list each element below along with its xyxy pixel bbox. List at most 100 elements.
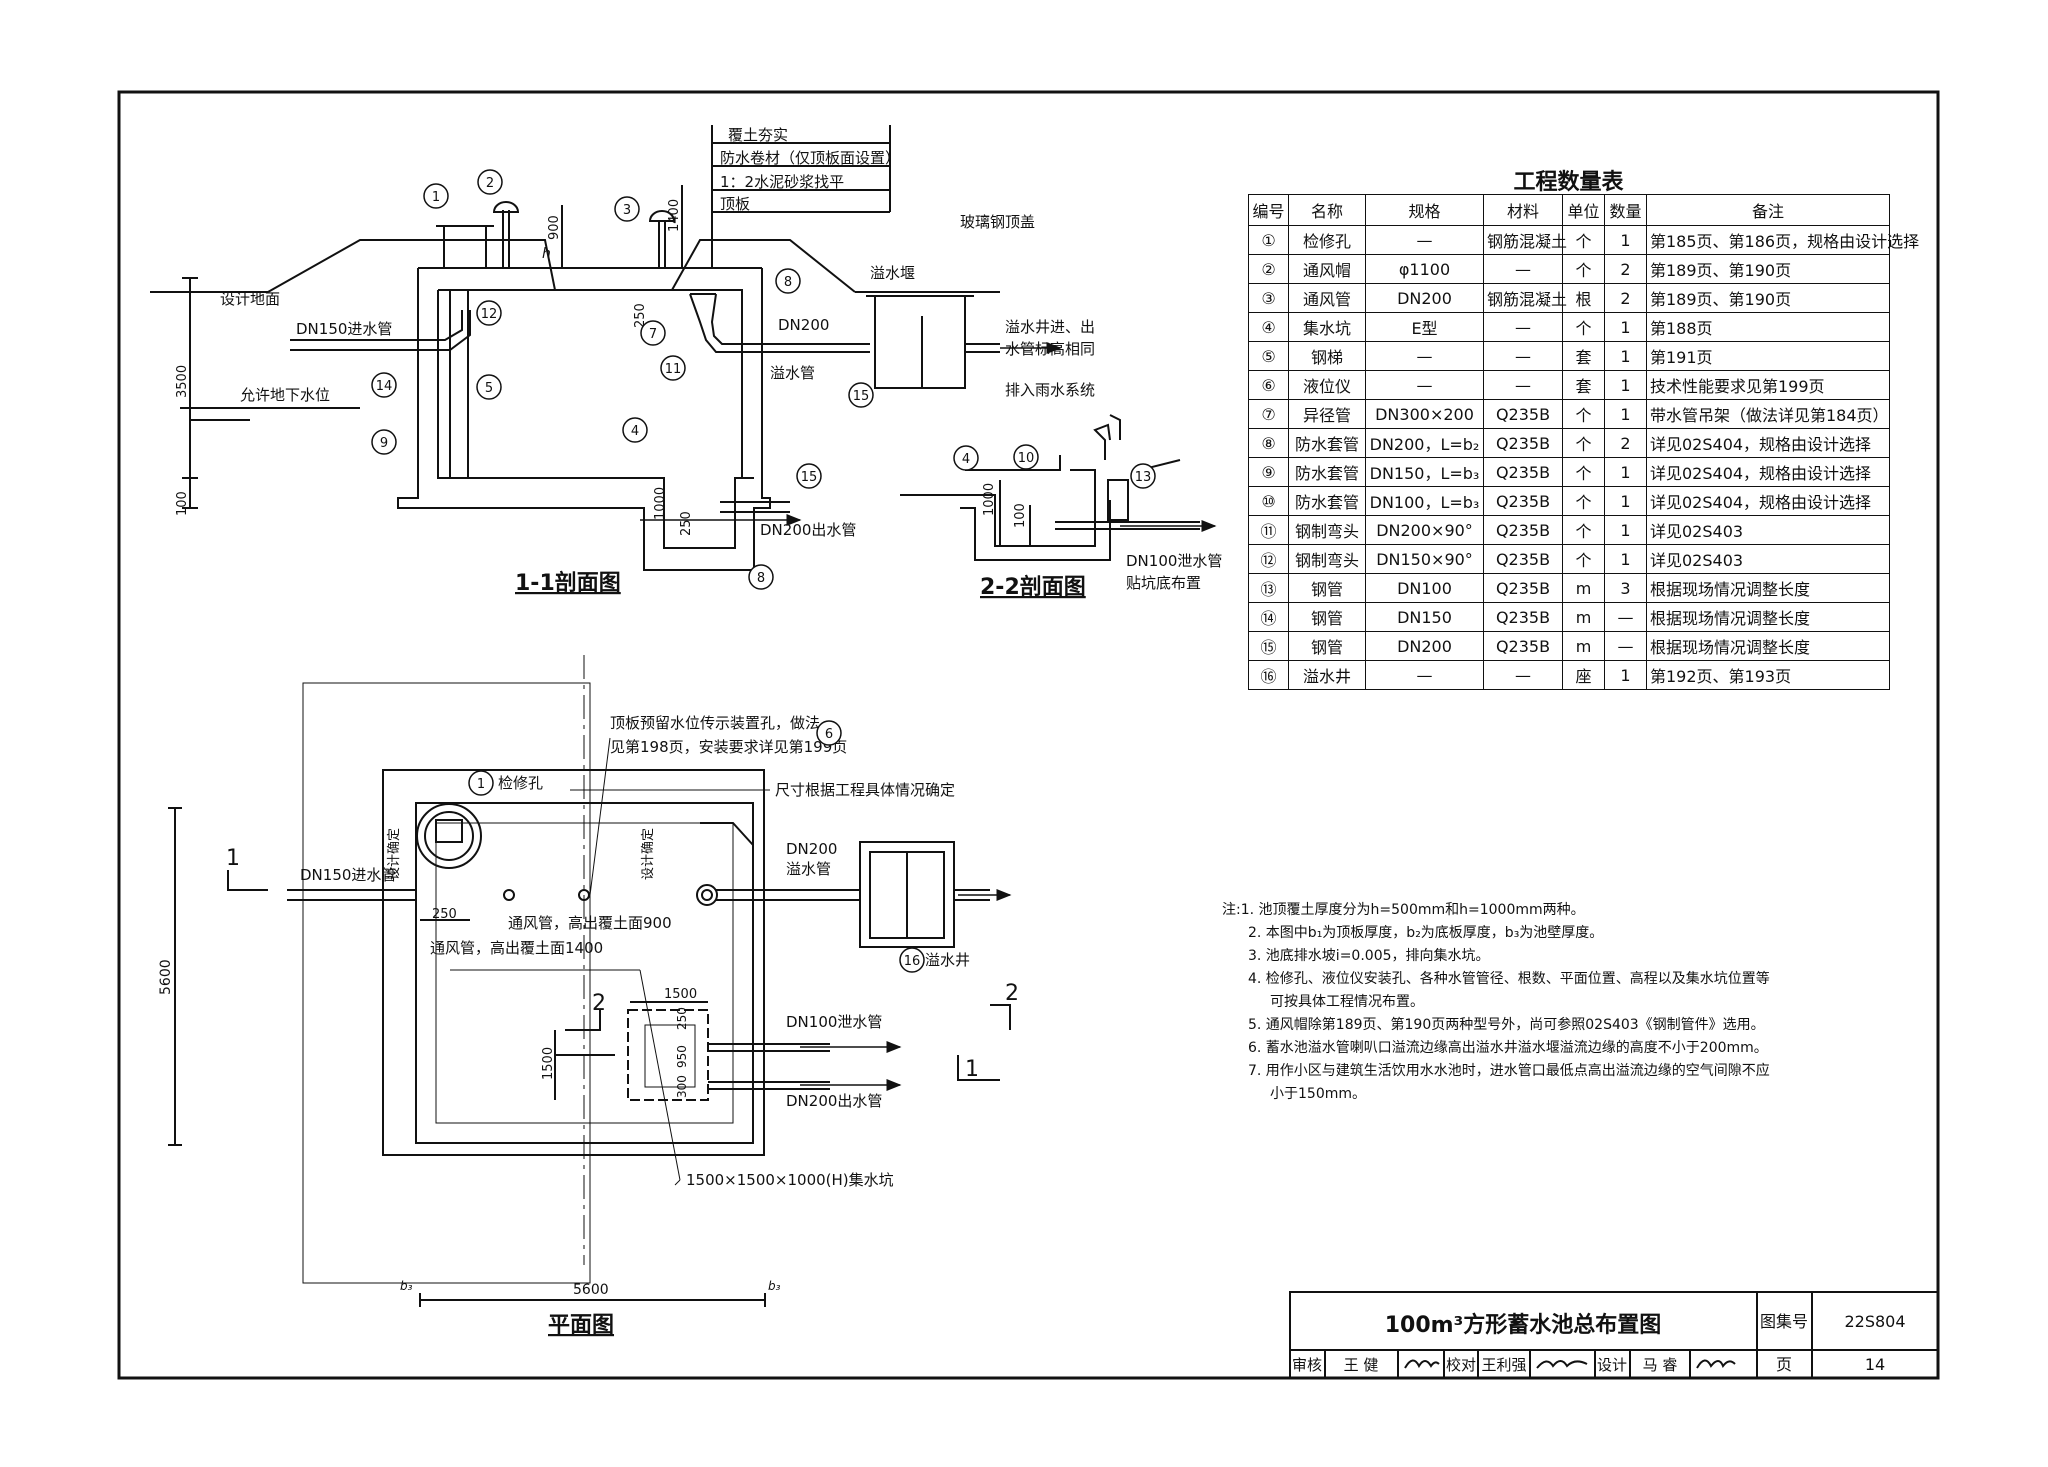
plan-size-note: 尺寸根据工程具体情况确定 (775, 781, 955, 799)
table-cell: 个 (1562, 254, 1605, 284)
drain-label: 排入雨水系统 (1005, 381, 1095, 399)
table-cell: 2 (1604, 283, 1647, 313)
table-cell: 个 (1562, 457, 1605, 487)
plan-overflow-well-label: 溢水井 (925, 951, 970, 969)
table-cell: DN100 (1365, 573, 1484, 603)
s22-dim-100: 100 (1013, 503, 1028, 528)
table-cell: 检修孔 (1288, 225, 1366, 255)
table-cell: DN150，L=b₃ (1365, 457, 1484, 487)
table-cell: 通风帽 (1288, 254, 1366, 284)
layer-text-1: 覆土夯实 (728, 126, 788, 144)
table-cell: 钢管 (1288, 631, 1366, 661)
layer-text-3: 1：2水泥砂浆找平 (720, 173, 844, 191)
table-cell: 技术性能要求见第199页 (1646, 370, 1890, 400)
table-cell: — (1365, 225, 1484, 255)
table-cell: Q235B (1483, 515, 1563, 545)
plan-design-fix-1: 设计确定 (387, 828, 402, 880)
table-cell: 通风管 (1288, 283, 1366, 313)
callout-15: 15 (853, 389, 870, 404)
plan-section-mark-2b: 2 (1005, 981, 1019, 1006)
table-cell: 详见02S403 (1646, 515, 1890, 545)
note-line: 4. 检修孔、液位仪安装孔、各种水管管径、根数、平面位置、高程以及集水坑位置等 (1248, 971, 1770, 987)
header-no: 编号 (1248, 194, 1289, 226)
table-cell: — (1483, 254, 1563, 284)
callout-9: 9 (380, 436, 388, 451)
quantity-table-title: 工程数量表 (1513, 170, 1624, 195)
callout-4b: 4 (962, 452, 970, 467)
table-cell: Q235B (1483, 486, 1563, 516)
plan-design-fix-2: 设计确定 (641, 828, 656, 880)
table-cell: 溢水井 (1288, 660, 1366, 690)
plan-b3-left: b₃ (400, 1279, 413, 1293)
plan-vent-2-label: 通风管，高出覆土面1400 (430, 939, 603, 957)
header-spec: 规格 (1365, 194, 1484, 226)
table-cell: ② (1248, 254, 1289, 284)
layer-text-2: 防水卷材（仅顶板面设置） (720, 149, 900, 167)
plan-view (168, 655, 1011, 1307)
table-cell: 个 (1562, 486, 1605, 516)
table-cell: 1 (1604, 457, 1647, 487)
table-cell: ⑨ (1248, 457, 1289, 487)
table-cell: — (1604, 631, 1647, 661)
s22-drain-label: DN100泄水管 (1126, 552, 1222, 570)
table-cell: 座 (1562, 660, 1605, 690)
plan-vent-1-label: 通风管，高出覆土面900 (508, 914, 672, 932)
table-cell: ⑪ (1248, 515, 1289, 545)
table-cell: — (1483, 660, 1563, 690)
plan-sump-label: 1500×1500×1000(H)集水坑 (686, 1171, 894, 1189)
callout-4: 4 (631, 424, 639, 439)
table-cell: 第185页、第186页，规格由设计选择 (1646, 225, 1919, 255)
table-cell: 1 (1604, 225, 1647, 255)
callout-markers: 1 2 3 4 5 6 7 8 8 9 10 11 12 13 14 15 15… (371, 169, 1156, 973)
callout-1: 1 (432, 190, 440, 205)
table-cell: 根据现场情况调整长度 (1646, 573, 1890, 603)
table-cell: — (1365, 660, 1484, 690)
table-cell: 钢筋混凝土 (1483, 225, 1567, 255)
plan-dim-250-b: 250 (675, 1007, 689, 1030)
page-number: 14 (1865, 1355, 1885, 1374)
table-cell: 详见02S404，规格由设计选择 (1646, 486, 1890, 516)
dim-1000: 1000 (653, 487, 668, 520)
table-cell: 钢梯 (1288, 341, 1366, 371)
header-material: 材料 (1483, 194, 1563, 226)
checker-name: 王利强 (1481, 1356, 1526, 1374)
plan-section-mark-1b: 1 (965, 1057, 979, 1082)
table-cell: DN300×200 (1365, 399, 1484, 429)
s22-dim-1000: 1000 (982, 483, 997, 516)
note-line: 注:1. 池顶覆土厚度分为h=500mm和h=1000mm两种。 (1222, 902, 1585, 918)
designer-signature (1696, 1359, 1736, 1369)
table-cell: 第191页 (1646, 341, 1890, 371)
plan-b3-right: b₃ (768, 1279, 781, 1293)
groundwater-label: 允许地下水位 (240, 386, 330, 404)
table-cell: 个 (1562, 544, 1605, 574)
table-cell: 个 (1562, 225, 1605, 255)
table-cell: DN100，L=b₃ (1365, 486, 1484, 516)
table-cell: Q235B (1483, 399, 1563, 429)
overflow-dn-label: DN200 (778, 316, 829, 334)
table-cell: m (1562, 602, 1605, 632)
table-cell: Q235B (1483, 428, 1563, 458)
callout-13: 13 (1135, 470, 1152, 485)
table-cell: DN150 (1365, 602, 1484, 632)
table-cell: 1 (1604, 312, 1647, 342)
table-cell: 个 (1562, 515, 1605, 545)
table-cell: m (1562, 573, 1605, 603)
table-cell: 1 (1604, 486, 1647, 516)
plan-dim-5600-v: 5600 (158, 959, 174, 995)
plan-inlet-label: DN150进水管 (300, 866, 396, 884)
layer-text-4: 顶板 (720, 195, 750, 213)
drawing-title: 100m³方形蓄水池总布置图 (1385, 1312, 1661, 1338)
table-cell: Q235B (1483, 631, 1563, 661)
table-cell: 集水坑 (1288, 312, 1366, 342)
table-cell: 3 (1604, 573, 1647, 603)
callout-11: 11 (665, 362, 682, 377)
